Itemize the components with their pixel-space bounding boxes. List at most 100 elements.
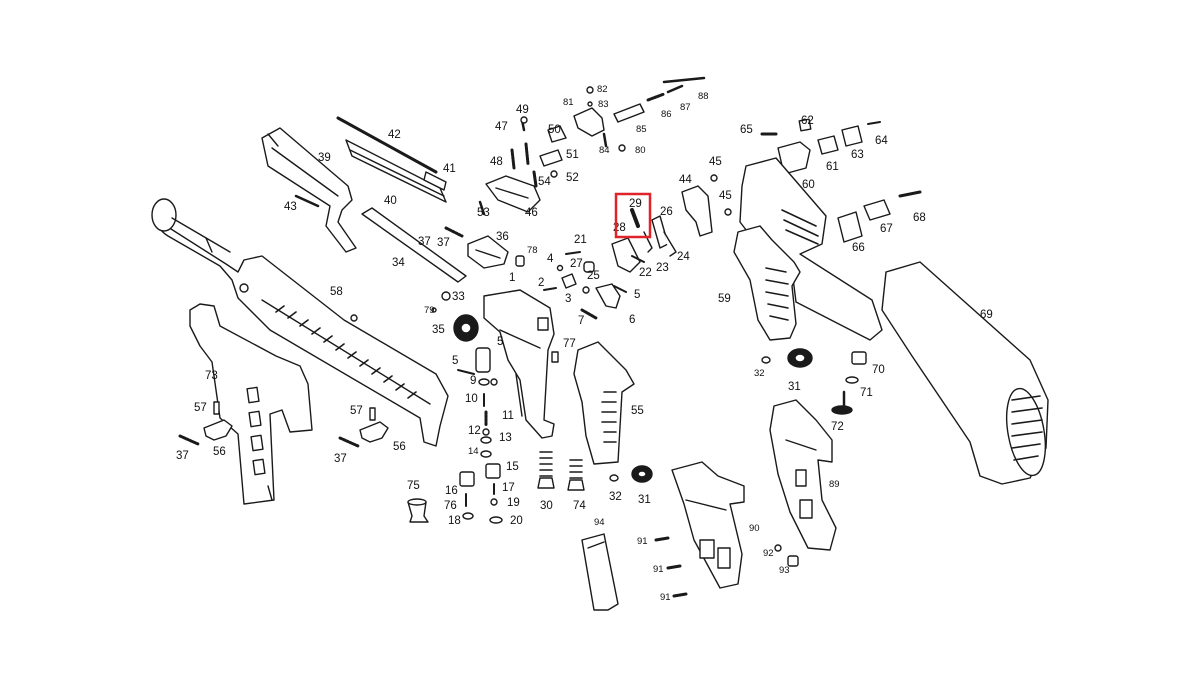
part-66-plate [837, 211, 863, 243]
part-40-guide [345, 139, 447, 203]
part-35-wheel [453, 314, 479, 342]
part-5-pin-a [457, 369, 475, 375]
part-58-barrel-shroud [151, 198, 449, 447]
part-91-screw-c [672, 592, 688, 598]
part-48-spring [510, 148, 516, 170]
part-62-block [798, 118, 812, 132]
part-32-washer-right [761, 356, 771, 364]
part-94-cover [581, 533, 619, 611]
part-57-pin-left [213, 401, 220, 415]
part-85-tube [613, 103, 645, 123]
part-label: 93 [779, 565, 790, 576]
part-label: 21 [574, 234, 587, 246]
part-label: 36 [496, 231, 509, 243]
part-label: 70 [872, 364, 885, 376]
part-26-lever [651, 215, 669, 249]
part-label: 5 [634, 289, 640, 301]
part-54-pin [532, 170, 538, 188]
part-93-screw [787, 555, 799, 567]
part-91-screw-b [666, 564, 682, 570]
part-label: 37 [334, 453, 347, 465]
part-label: 6 [629, 314, 635, 326]
part-37-spring-b [178, 434, 200, 446]
part-label: 88 [698, 91, 709, 102]
part-92-washer [774, 544, 782, 552]
part-label: 47 [495, 121, 508, 133]
part-32-washer-mid [609, 474, 619, 482]
part-label: 49 [516, 104, 529, 116]
part-label: 18 [448, 515, 461, 527]
part-50-plate [547, 125, 567, 143]
part-28-lever [611, 237, 641, 273]
part-label: 45 [709, 156, 722, 168]
part-label: 80 [635, 145, 646, 156]
part-label: 55 [631, 405, 644, 417]
part-label: 84 [599, 145, 610, 156]
part-18-washer [462, 512, 474, 520]
part-3-sear [561, 273, 577, 289]
part-1-grip-frame [483, 289, 555, 439]
part-label: 16 [445, 485, 458, 497]
part-13-washer [480, 436, 492, 444]
part-7-spring [580, 308, 598, 320]
part-label: 31 [788, 381, 801, 393]
part-label: 7 [578, 315, 584, 327]
part-label: 2 [538, 277, 544, 289]
part-label: 89 [829, 479, 840, 490]
part-6-trigger [595, 283, 621, 309]
part-84-spring [602, 132, 608, 148]
part-31-wheel-right [787, 348, 813, 368]
part-87-pin [666, 84, 684, 94]
part-67-plate [863, 199, 891, 221]
part-83-washer [587, 101, 593, 107]
part-43-screw [294, 194, 320, 208]
part-59-grip [733, 225, 801, 341]
part-63-plate [841, 125, 863, 147]
part-label: 42 [388, 129, 401, 141]
part-label: 19 [507, 497, 520, 509]
part-label: 24 [677, 251, 690, 263]
part-label: 77 [563, 338, 576, 350]
part-label: 87 [680, 102, 691, 113]
part-label: 62 [801, 115, 814, 127]
part-68-screw [898, 190, 922, 198]
part-53-screw [478, 200, 486, 216]
part-label: 90 [749, 523, 760, 534]
part-label: 91 [660, 592, 671, 603]
part-86-spring [646, 92, 666, 102]
part-20-washer [489, 516, 503, 524]
part-5-pin-b [613, 285, 627, 293]
part-21-pin [565, 251, 581, 255]
part-12-ball [482, 428, 490, 436]
part-15-nut [485, 463, 501, 479]
part-label: 32 [609, 491, 622, 503]
part-label: 4 [547, 253, 554, 265]
part-81-hammer [573, 107, 605, 137]
part-tube [475, 347, 491, 373]
part-label: 56 [393, 441, 406, 453]
part-label: 65 [740, 124, 753, 136]
part-label: 12 [468, 425, 481, 437]
part-59-receiver [739, 157, 883, 341]
part-label: 1 [509, 272, 515, 284]
part-label: 14 [468, 446, 479, 457]
part-label: 40 [384, 195, 397, 207]
part-45-screw-b [724, 208, 732, 216]
part-42-rod [336, 116, 438, 174]
part-label: 72 [831, 421, 844, 433]
part-label: 79 [424, 305, 435, 316]
part-label: 71 [860, 387, 873, 399]
part-label: 34 [392, 257, 405, 269]
part-88-rod [662, 76, 706, 84]
part-label: 75 [407, 480, 420, 492]
part-label: 81 [563, 97, 574, 108]
part-2-pin [543, 287, 557, 291]
part-46-housing [485, 175, 541, 213]
part-71-washer [845, 376, 859, 384]
part-label: 51 [566, 149, 579, 161]
part-34-barrel [361, 207, 467, 283]
part-4-ball [556, 264, 564, 272]
part-label: 26 [660, 206, 673, 218]
